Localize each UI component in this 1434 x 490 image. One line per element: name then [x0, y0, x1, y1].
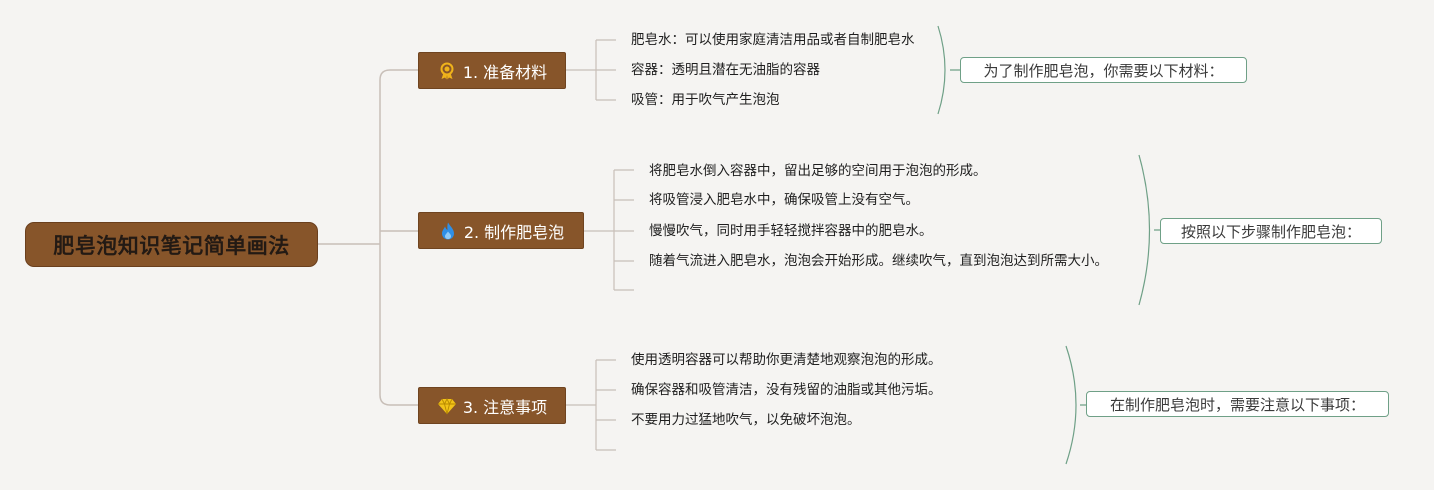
list-item[interactable]: 随着气流进入肥皂水，泡泡会开始形成。继续吹气，直到泡泡达到所需大小。 [649, 253, 1108, 269]
list-item[interactable]: 肥皂水：可以使用家庭清洁用品或者自制肥皂水 [631, 32, 915, 48]
list-item[interactable]: 将肥皂水倒入容器中，留出足够的空间用于泡泡的形成。 [649, 163, 987, 179]
summary-label[interactable]: 按照以下步骤制作肥皂泡： [1160, 218, 1382, 244]
award-ribbon-icon [437, 61, 457, 81]
flame-icon [438, 221, 458, 241]
list-item[interactable]: 确保容器和吸管清洁，没有残留的油脂或其他污垢。 [631, 382, 942, 398]
summary-label[interactable]: 为了制作肥皂泡，你需要以下材料： [960, 57, 1247, 83]
root-topic[interactable]: 肥皂泡知识笔记简单画法 [25, 222, 318, 267]
branch-label: 3. 注意事项 [462, 397, 548, 417]
list-item[interactable]: 容器：透明且潜在无油脂的容器 [631, 62, 820, 78]
branch-notes[interactable]: 3. 注意事项 [418, 387, 566, 424]
trunk-line [379, 69, 391, 406]
list-item[interactable]: 不要用力过猛地吹气，以免破坏泡泡。 [631, 412, 861, 428]
branch3-item-connectors [566, 359, 616, 451]
branch2-item-connectors [584, 169, 634, 291]
diamond-icon [437, 396, 457, 416]
summary-label[interactable]: 在制作肥皂泡时，需要注意以下事项： [1086, 391, 1389, 417]
list-item[interactable]: 使用透明容器可以帮助你更清楚地观察泡泡的形成。 [631, 352, 942, 368]
list-item[interactable]: 将吸管浸入肥皂水中，确保吸管上没有空气。 [649, 192, 919, 208]
branch-prepare-materials[interactable]: 1. 准备材料 [418, 52, 566, 89]
list-item[interactable]: 吸管：用于吹气产生泡泡 [631, 92, 780, 108]
list-item[interactable]: 慢慢吹气，同时用手轻轻搅拌容器中的肥皂水。 [649, 223, 933, 239]
summary-brace-2 [1138, 154, 1160, 306]
branch-label: 2. 制作肥皂泡 [463, 222, 565, 242]
summary-brace-3 [1065, 345, 1086, 465]
summary-brace-1 [937, 25, 960, 115]
branch1-item-connectors [566, 39, 616, 101]
branch-make-bubbles[interactable]: 2. 制作肥皂泡 [418, 212, 584, 249]
branch-label: 1. 准备材料 [462, 62, 548, 82]
